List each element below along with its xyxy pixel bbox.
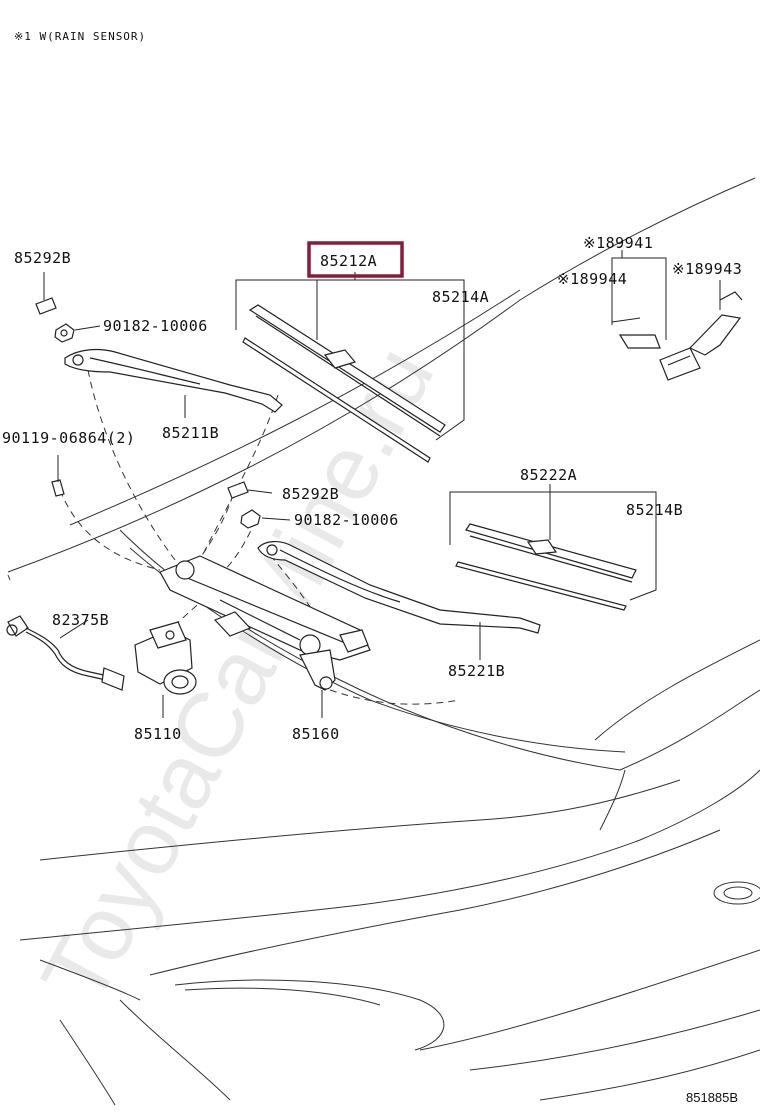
label-85214B: 85214B <box>626 501 683 519</box>
vehicle-body-outline <box>7 177 760 1106</box>
diagram-ref: 851885B <box>686 1090 738 1105</box>
label-85160: 85160 <box>292 725 340 743</box>
label-90182-mid: 90182-10006 <box>294 511 399 529</box>
leader-lines <box>43 272 481 718</box>
label-89941: ※189941 <box>583 234 653 252</box>
label-89943: ※189943 <box>672 260 742 278</box>
bracket-85222A <box>449 484 657 601</box>
wiper-link-85160[interactable] <box>159 555 371 691</box>
label-85292B-top: 85292B <box>14 249 71 267</box>
label-82375B: 82375B <box>52 611 109 629</box>
label-85214A: 85214A <box>432 288 489 306</box>
wiper-arm-85211B[interactable] <box>64 348 283 413</box>
nut-90182-top[interactable] <box>54 323 75 343</box>
label-85292B-mid: 85292B <box>282 485 339 503</box>
label-85211B: 85211B <box>162 424 219 442</box>
nut-90182-mid[interactable] <box>240 509 261 529</box>
wiper-blade-85222A[interactable] <box>455 523 637 611</box>
label-90182-top: 90182-10006 <box>103 317 208 335</box>
cap-85292B-mid[interactable] <box>227 481 249 499</box>
label-90119: 90119-06864(2) <box>2 429 135 447</box>
bolt-90119[interactable] <box>51 479 65 497</box>
label-89944: ※189944 <box>557 270 627 288</box>
highlight-box-85212A <box>307 241 404 278</box>
bracket-rain-sensor <box>611 250 721 340</box>
header-note: ※1 W(RAIN SENSOR) <box>14 30 146 43</box>
wiper-blade-85212A[interactable] <box>242 304 446 463</box>
wiper-arm-85221B[interactable] <box>257 541 541 634</box>
label-85222A: 85222A <box>520 466 577 484</box>
wire-harness-82375B[interactable] <box>6 615 125 691</box>
label-85221B: 85221B <box>448 662 505 680</box>
wiper-motor-85110[interactable] <box>134 621 197 695</box>
label-85212A: 85212A <box>320 252 377 270</box>
cap-85292B-top[interactable] <box>35 297 57 315</box>
label-85110: 85110 <box>134 725 182 743</box>
rain-sensor-parts[interactable] <box>618 291 743 381</box>
